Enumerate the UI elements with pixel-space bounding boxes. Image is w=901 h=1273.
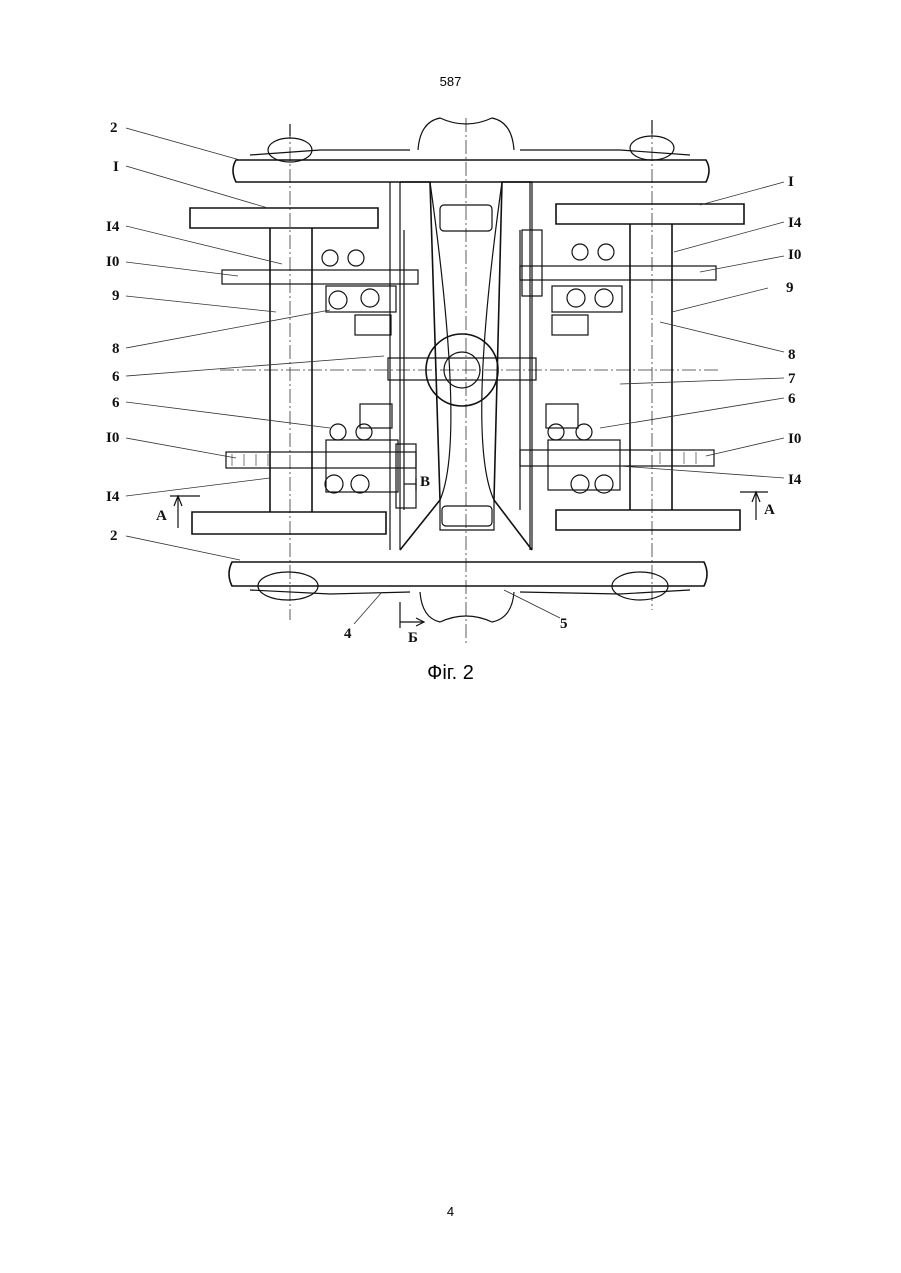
bolster-window-bottom xyxy=(442,506,492,526)
bolster-end-bottom xyxy=(420,592,514,622)
page-number-bottom: 4 xyxy=(0,1204,901,1219)
side-frame-bottom xyxy=(229,562,707,586)
label-A-right: A xyxy=(764,502,775,518)
label-6-left-b: 6 xyxy=(112,395,120,411)
cross-bar xyxy=(388,358,536,380)
label-10-right-bottom: I0 xyxy=(788,431,801,447)
wheel-bottom-right xyxy=(556,510,740,530)
section-arrows xyxy=(170,478,768,628)
label-14-right-top: I4 xyxy=(788,215,802,231)
brake-assembly-bottom-right xyxy=(546,404,620,493)
brake-rod-top-right xyxy=(520,266,716,280)
label-10-left-bottom: I0 xyxy=(106,430,119,446)
brake-rod-hatching xyxy=(232,452,696,466)
brake-assembly-bottom-left xyxy=(325,404,398,493)
label-6-right: 6 xyxy=(788,391,796,407)
leader-lines xyxy=(126,128,784,624)
label-9-right: 9 xyxy=(786,280,794,296)
label-5: 5 xyxy=(560,616,568,632)
label-10-right-top: I0 xyxy=(788,247,801,263)
label-14-right-bottom: I4 xyxy=(788,472,802,488)
brake-rod-bottom-left xyxy=(226,452,416,468)
label-1-left: I xyxy=(113,159,119,175)
label-14-left-top: I4 xyxy=(106,219,120,235)
brake-rod-top-left xyxy=(222,270,418,284)
label-8-right: 8 xyxy=(788,347,796,363)
figure-caption: Фіг. 2 xyxy=(0,662,901,685)
wheel-bottom-left xyxy=(192,512,386,534)
brake-assembly-top-right xyxy=(552,244,622,335)
label-B-bottom: Б xyxy=(408,630,418,646)
label-4: 4 xyxy=(344,626,352,642)
label-8-left: 8 xyxy=(112,341,120,357)
label-2-top: 2 xyxy=(110,120,118,136)
label-6-left-a: 6 xyxy=(112,369,120,385)
brake-assembly-top-left xyxy=(322,250,396,335)
label-7: 7 xyxy=(788,371,796,387)
label-A-left: A xyxy=(156,508,167,524)
label-B-mid: B xyxy=(420,474,430,490)
side-frame-top xyxy=(233,160,709,182)
label-14-left-bottom: I4 xyxy=(106,489,120,505)
label-2-bottom: 2 xyxy=(110,528,118,544)
wheel-top-left xyxy=(190,208,378,228)
label-1-right: I xyxy=(788,174,794,190)
brake-rod-bottom-right xyxy=(520,450,714,466)
label-10-left-top: I0 xyxy=(106,254,119,270)
label-9-left: 9 xyxy=(112,288,120,304)
wheel-top-right xyxy=(556,204,744,224)
